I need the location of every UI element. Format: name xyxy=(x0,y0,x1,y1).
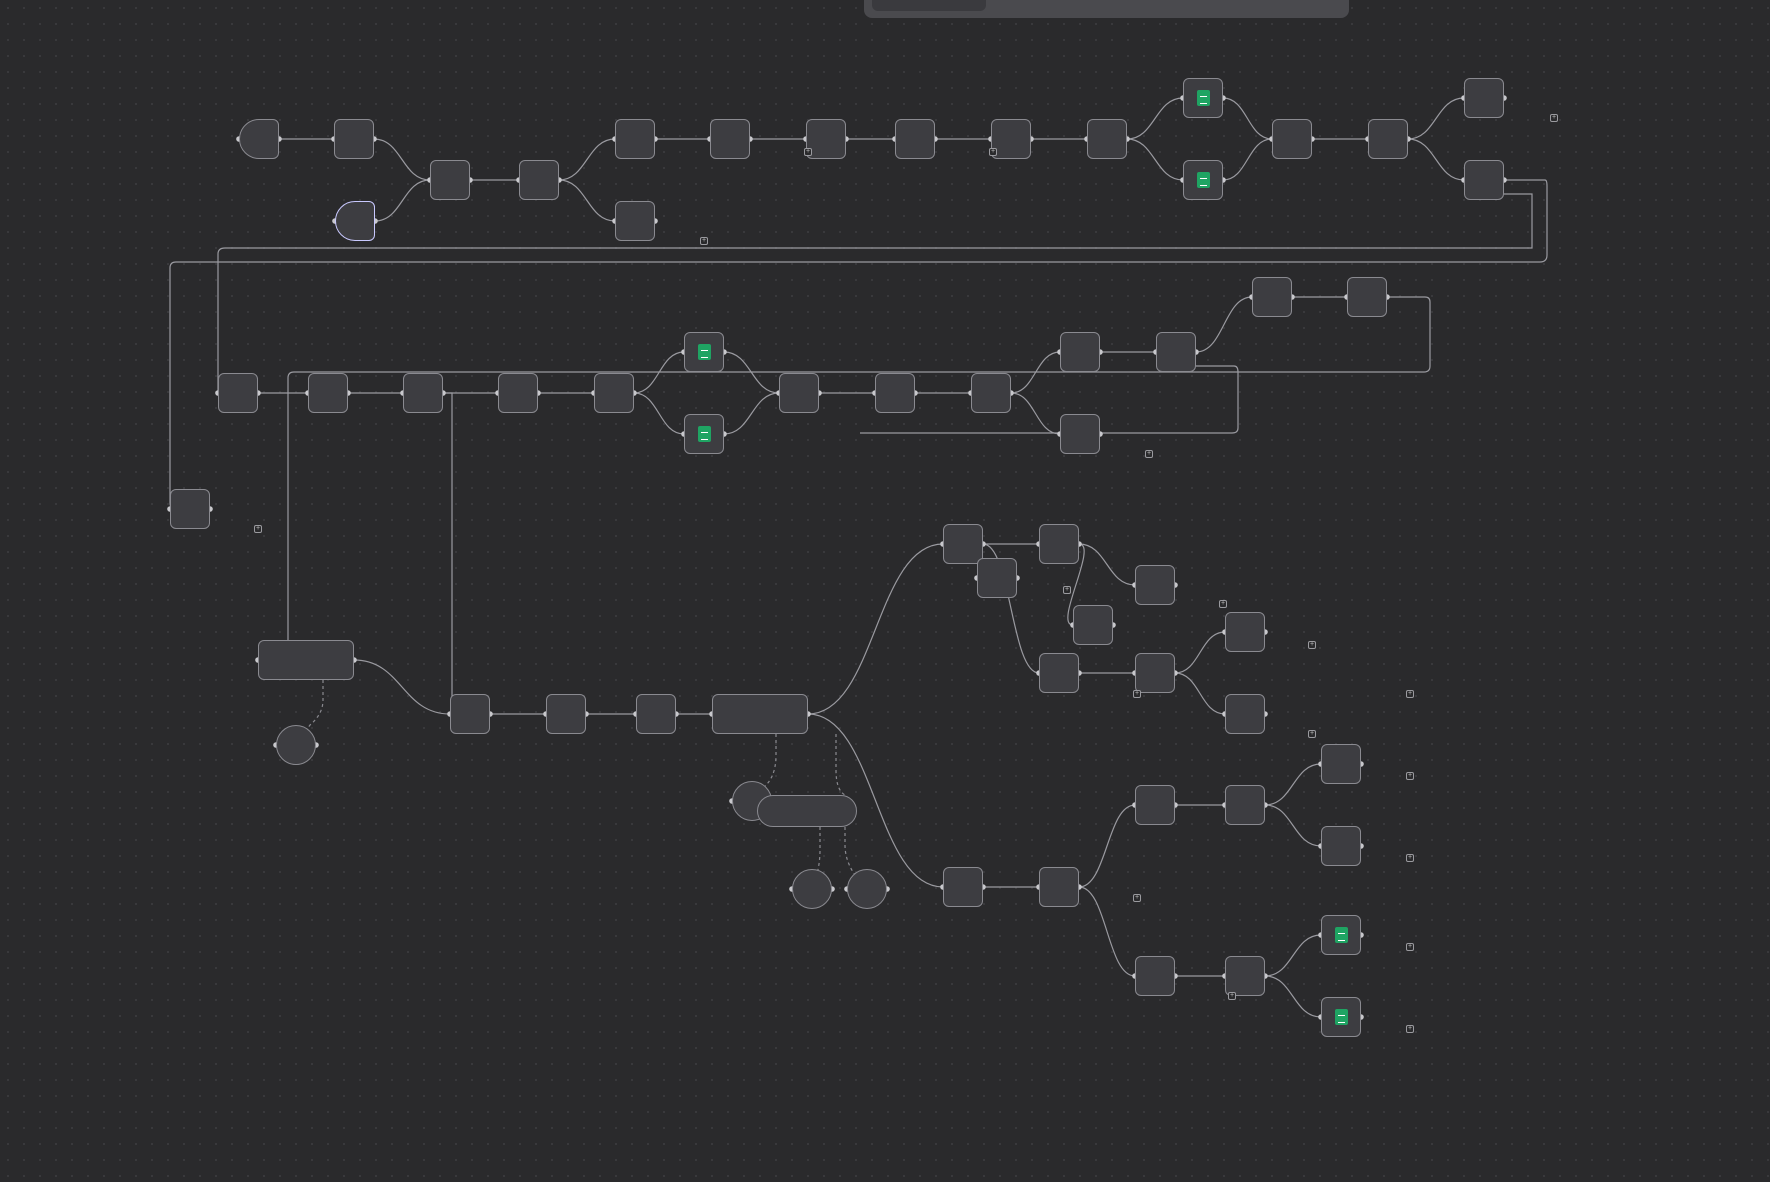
node-access-code-remover[interactable] xyxy=(258,640,354,680)
node-conversation-thread-formater1[interactable] xyxy=(636,694,676,734)
add-node-plus-button[interactable]: + xyxy=(1228,992,1236,1000)
node-no-operation-do-nothing[interactable] xyxy=(1135,565,1175,605)
node-debloat-reservation-details[interactable] xyxy=(308,373,348,413)
add-node-plus-button[interactable]: + xyxy=(1308,641,1316,649)
node-auto-fixing-output-parser[interactable] xyxy=(757,795,857,827)
add-node-plus-button[interactable]: + xyxy=(804,148,812,156)
node-supabase1[interactable] xyxy=(1135,785,1175,825)
google-sheets-icon xyxy=(1334,927,1348,943)
toolbar-tab[interactable] xyxy=(872,0,986,11)
node-update-replied-to-true[interactable] xyxy=(1321,744,1361,784)
node-download-guest-guide[interactable] xyxy=(1252,277,1292,317)
google-sheets-icon xyxy=(1196,172,1210,188)
add-node-plus-button[interactable]: + xyxy=(1133,894,1141,902)
node-if-evaluati[interactable] xyxy=(943,524,983,564)
node-add-log[interactable] xyxy=(1321,826,1361,866)
node-if-test-mode2[interactable] xyxy=(1225,956,1265,996)
node-loop-over-items[interactable] xyxy=(1039,867,1079,907)
node-find-google-drive-custom-field[interactable] xyxy=(1060,332,1100,372)
node-get-converstion-thread1[interactable] xyxy=(546,694,586,734)
add-node-plus-button[interactable]: + xyxy=(1406,854,1414,862)
node-do-nothing[interactable] xyxy=(615,201,655,241)
node-no-operation-do-nothing2[interactable] xyxy=(1060,414,1100,454)
node-no-operation-do-nothing1[interactable] xyxy=(1225,694,1265,734)
add-node-plus-button[interactable]: + xyxy=(1145,450,1153,458)
node-store-ai-message-on-sheets-test[interactable] xyxy=(1321,915,1361,955)
node-edit-fields[interactable] xyxy=(334,119,374,159)
node-gmail[interactable] xyxy=(1073,605,1113,645)
node-structured-output-parser[interactable] xyxy=(847,869,887,909)
add-node-plus-button[interactable]: + xyxy=(1406,943,1414,951)
node-if-reply-needed[interactable] xyxy=(1039,653,1079,693)
node-store-ai-message-on-sheets-prod[interactable] xyxy=(1321,997,1361,1037)
google-sheets-icon xyxy=(1334,1009,1348,1025)
node-openai-chat-model[interactable] xyxy=(792,869,832,909)
node-when-fetching-a-dataset-row[interactable] xyxy=(239,119,279,159)
add-node-plus-button[interactable]: + xyxy=(1406,690,1414,698)
node-if-no-reservation-id[interactable] xyxy=(1464,160,1504,200)
google-sheets-icon xyxy=(1196,90,1210,106)
node-get-day-of-the-week[interactable] xyxy=(991,119,1031,159)
node-code[interactable] xyxy=(943,867,983,907)
node-if-messgage-has-been-logged[interactable] xyxy=(1225,785,1265,825)
add-node-plus-button[interactable]: + xyxy=(989,148,997,156)
node-if-its-business-hours[interactable] xyxy=(1368,119,1408,159)
add-node-plus-button[interactable]: + xyxy=(1133,690,1141,698)
node-basic-llm-chain[interactable] xyxy=(712,694,808,734)
node-wait-for-90-sec[interactable] xyxy=(450,694,490,734)
add-node-plus-button[interactable]: + xyxy=(700,237,708,245)
node-get-reservation-details[interactable] xyxy=(218,373,258,413)
node-if-guest-guide-exists[interactable] xyxy=(1156,332,1196,372)
node-do-nothing[interactable] xyxy=(1464,78,1504,118)
top-toolbar xyxy=(864,0,1349,18)
node-determine-if-its-within-business-hours[interactable] xyxy=(1272,119,1312,159)
node-extract-from-file[interactable] xyxy=(1347,277,1387,317)
node-get-property-details[interactable] xyxy=(403,373,443,413)
add-node-plus-button[interactable]: + xyxy=(254,525,262,533)
node-if-message-from-guest[interactable] xyxy=(1135,956,1175,996)
node-webhook[interactable] xyxy=(335,201,375,241)
add-node-plus-button[interactable]: + xyxy=(1308,730,1316,738)
node-if-message-is-already-logged[interactable] xyxy=(710,119,750,159)
add-node-plus-button[interactable]: + xyxy=(1406,772,1414,780)
node-evaluation[interactable] xyxy=(977,558,1017,598)
node-if-test-mode[interactable] xyxy=(1087,119,1127,159)
node-config[interactable] xyxy=(875,373,915,413)
node-debloat-property-details[interactable] xyxy=(498,373,538,413)
node-if-urgent[interactable] xyxy=(1039,524,1079,564)
node-google-gemini-chat-model2[interactable] xyxy=(276,725,316,765)
add-node-plus-button[interactable]: + xyxy=(1063,586,1071,594)
node-if-message-is-not-older-that-1-hours[interactable] xyxy=(895,119,935,159)
node-if-not-inquiry-or-from-homeaway1[interactable] xyxy=(1135,653,1175,693)
add-node-plus-button[interactable]: + xyxy=(1550,114,1558,122)
node-log-message[interactable] xyxy=(806,119,846,159)
add-node-plus-button[interactable]: + xyxy=(1219,600,1227,608)
google-sheets-icon xyxy=(697,426,711,442)
node-post-message1[interactable] xyxy=(1225,612,1265,652)
node-is-turned-on-for-all-property-or-test-proper[interactable] xyxy=(971,373,1011,413)
node-input-data[interactable] xyxy=(430,160,470,200)
node-if-message-body-is-not-empty[interactable] xyxy=(519,160,559,200)
google-sheets-icon xyxy=(697,344,711,360)
node-do-nothing-1[interactable] xyxy=(170,489,210,529)
add-node-plus-button[interactable]: + xyxy=(1406,1025,1414,1033)
node-get-config-test[interactable] xyxy=(684,332,724,372)
node-get-config-prod[interactable] xyxy=(684,414,724,454)
node-aggregate[interactable] xyxy=(779,373,819,413)
node-get-business-hours-prod[interactable] xyxy=(1183,160,1223,200)
node-get-business-hours-test[interactable] xyxy=(1183,78,1223,118)
node-get-message-from-logs[interactable] xyxy=(615,119,655,159)
node-if-test-mode1[interactable] xyxy=(594,373,634,413)
